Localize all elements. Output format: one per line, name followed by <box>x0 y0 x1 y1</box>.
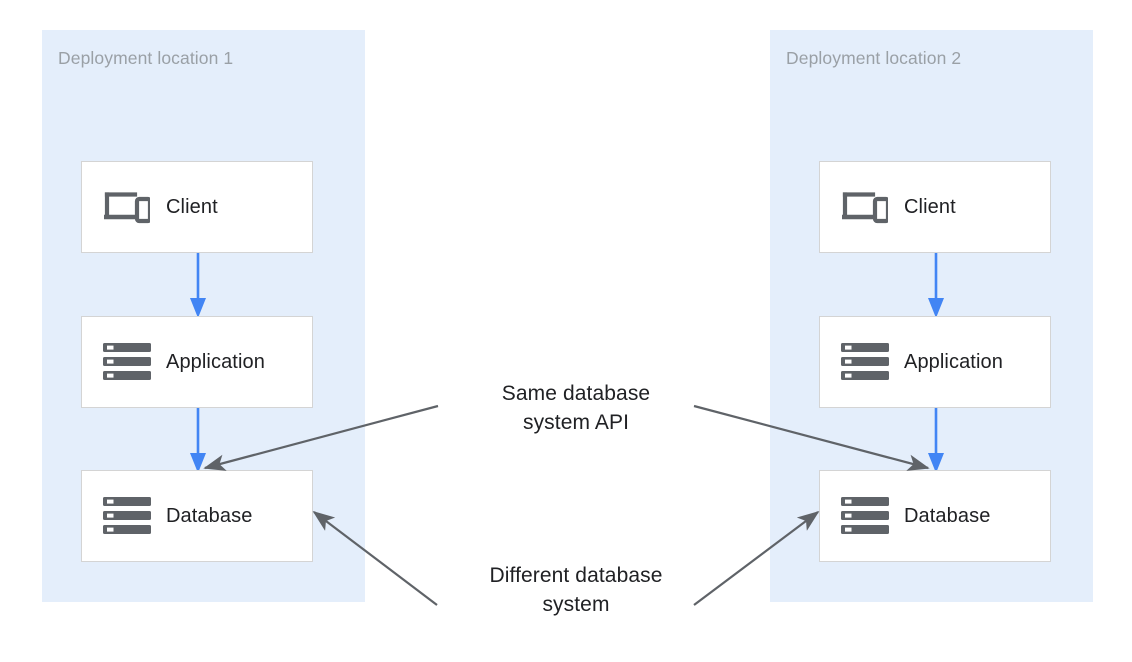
node-database-zone1[interactable]: Database <box>81 470 313 562</box>
node-application-zone1[interactable]: Application <box>81 316 313 408</box>
deployment-zone-1-title: Deployment location 1 <box>58 48 234 68</box>
devices-icon <box>100 190 154 224</box>
devices-icon <box>838 190 892 224</box>
node-client-zone2[interactable]: Client <box>819 161 1051 253</box>
deployment-zone-2-title: Deployment location 2 <box>786 48 962 68</box>
flow-arrow-client-to-application-zone1 <box>190 250 206 318</box>
flow-arrow-application-to-database-zone2 <box>928 405 944 473</box>
database-server-icon <box>100 497 154 535</box>
node-label: Database <box>166 504 253 527</box>
server-icon <box>100 343 154 381</box>
node-database-zone2[interactable]: Database <box>819 470 1051 562</box>
flow-arrow-application-to-database-zone1 <box>190 405 206 473</box>
node-label: Application <box>904 350 1003 373</box>
flow-arrow-client-to-application-zone2 <box>928 250 944 318</box>
database-server-icon <box>838 497 892 535</box>
node-client-zone1[interactable]: Client <box>81 161 313 253</box>
node-label: Client <box>904 195 956 218</box>
annotation-different-database-system: Different database system <box>489 564 663 616</box>
node-application-zone2[interactable]: Application <box>819 316 1051 408</box>
node-label: Database <box>904 504 991 527</box>
annotation-same-database-system-api: Same database system API <box>501 382 651 434</box>
server-icon <box>838 343 892 381</box>
node-label: Client <box>166 195 218 218</box>
node-label: Application <box>166 350 265 373</box>
